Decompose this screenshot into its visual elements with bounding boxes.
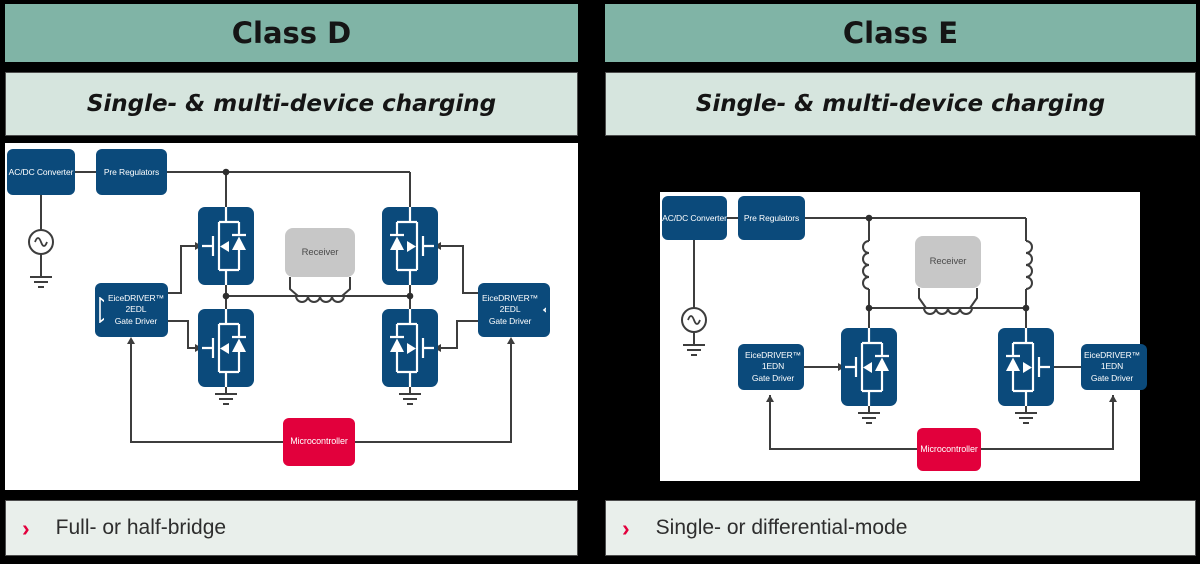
microcontroller-wires (130, 342, 512, 443)
gate-wires-right (441, 245, 478, 349)
block-label: Microcontroller (290, 436, 348, 447)
driver-brand: EiceDRIVER™ (744, 350, 802, 361)
driver-brand: EiceDRIVER™ (107, 293, 164, 304)
microcontroller-block: Microcontroller (917, 428, 981, 471)
driver-role: Gate Driver (751, 372, 795, 383)
acdc-converter-block: AC/DC Converter (662, 196, 727, 240)
inductor-icon (1025, 240, 1033, 290)
amplifier-triangle-icon (542, 307, 546, 313)
mosfet-bottom-right (380, 307, 440, 389)
class-d-subtitle-bar: Single- & multi-device charging (5, 72, 578, 136)
inductor-icon (862, 240, 870, 290)
block-label: Receiver (929, 256, 967, 268)
transformer-coil-icon (923, 307, 973, 315)
driver-role: Gate Driver (114, 315, 158, 326)
gate-driver-right-block: EiceDRIVER™ 2EDL Gate Driver (478, 283, 550, 337)
arrowheads (766, 363, 1117, 402)
class-e-wire-layer (681, 214, 1117, 450)
driver-part: 1EDN (761, 361, 785, 372)
bullet-text: Full- or half-bridge (55, 516, 227, 539)
junction-dots (222, 168, 414, 300)
block-label: Pre Regulators (103, 166, 160, 177)
gate-wires-left (168, 245, 195, 349)
ac-source-icon (681, 307, 707, 333)
block-label: AC/DC Converter (8, 166, 74, 177)
driver-role: Gate Driver (1090, 372, 1134, 383)
gate-driver-left-block: EiceDRIVER™ 1EDN Gate Driver (738, 344, 804, 390)
ground-icon (214, 386, 238, 405)
ground-icon (857, 405, 881, 424)
class-d-wire-layer (28, 168, 515, 443)
driver-role: Gate Driver (488, 315, 532, 326)
acdc-converter-block: AC/DC Converter (7, 149, 75, 195)
chevron-bullet-icon: › (22, 514, 30, 541)
class-d-header: Class D (5, 4, 578, 62)
mosfet-left (839, 326, 899, 408)
panel-subtitle: Single- & multi-device charging (695, 91, 1106, 117)
receiver-block: Receiver (285, 228, 355, 277)
bullet-text: Single- or differential-mode (655, 516, 908, 539)
block-label: AC/DC Converter (662, 212, 727, 223)
mosfet-right (996, 326, 1056, 408)
class-e-header: Class E (605, 4, 1196, 62)
receiver-block: Receiver (915, 236, 981, 288)
driver-brand: EiceDRIVER™ (482, 293, 539, 304)
driver-part: 1EDN (1100, 361, 1124, 372)
gate-driver-right-block: EiceDRIVER™ 1EDN Gate Driver (1081, 344, 1147, 390)
block-label: Microcontroller (920, 443, 978, 454)
transformer-bracket (289, 277, 351, 297)
transformer-bracket (918, 288, 978, 309)
microcontroller-wires (769, 395, 1114, 450)
class-d-diagram: AC/DC Converter Pre Regulators Receiver … (5, 143, 578, 490)
block-label: Receiver (301, 246, 339, 258)
mosfet-top-left (196, 205, 256, 287)
driver-brand: EiceDRIVER™ (1083, 350, 1141, 361)
driver-part: 2EDL (125, 304, 147, 315)
mosfet-bottom-left (196, 307, 256, 389)
ground-icon (29, 269, 53, 288)
ground-icon (682, 337, 706, 356)
ground-icon (398, 386, 422, 405)
panel-title: Class E (842, 16, 959, 50)
driver-part: 2EDL (499, 304, 521, 315)
class-d-bullet-bar: › Full- or half-bridge (5, 500, 578, 556)
junction-dots (865, 214, 1030, 312)
panel-subtitle: Single- & multi-device charging (86, 91, 497, 117)
panel-title: Class D (231, 16, 352, 50)
transformer-coil-icon (295, 295, 345, 303)
pre-regulators-block: Pre Regulators (96, 149, 167, 195)
ac-source-icon (28, 229, 54, 255)
mosfet-top-right (380, 205, 440, 287)
ground-icon (1014, 405, 1038, 424)
class-e-subtitle-bar: Single- & multi-device charging (605, 72, 1196, 136)
pre-regulators-block: Pre Regulators (738, 196, 805, 240)
amplifier-triangle-icon (99, 297, 104, 323)
class-e-bullet-bar: › Single- or differential-mode (605, 500, 1196, 556)
gate-driver-left-block: EiceDRIVER™ 2EDL Gate Driver (95, 283, 168, 337)
microcontroller-block: Microcontroller (283, 418, 355, 466)
chevron-bullet-icon: › (622, 514, 630, 541)
class-e-diagram: AC/DC Converter Pre Regulators Receiver … (660, 192, 1147, 481)
block-label: Pre Regulators (743, 212, 800, 223)
